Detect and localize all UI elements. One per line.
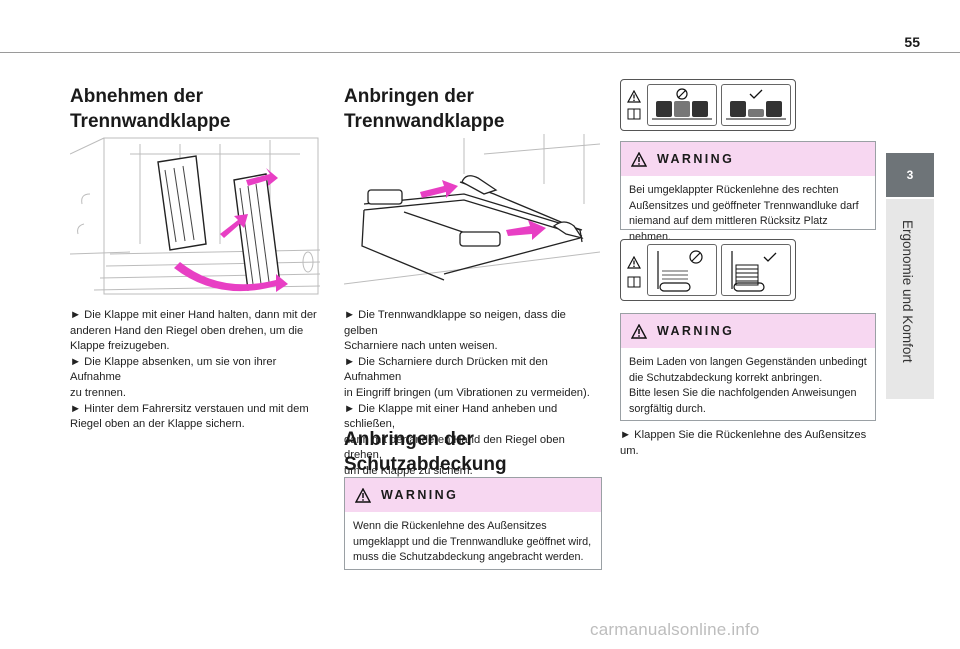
warning-line: Wenn die Rückenlehne des Außensitzes <box>353 520 547 532</box>
warning-line: Beim Laden von langen Gegenständen unbed… <box>629 356 867 368</box>
step-line: ► Die Klappe absenken, um sie von ihrer … <box>70 355 277 384</box>
figure-fit-flap <box>344 134 600 302</box>
step-line: ► Die Klappe mit einer Hand halten, dann… <box>70 309 317 321</box>
step-line: zu trennen. <box>70 386 126 399</box>
instructions-fit-flap: ► Die Trennwandklappe so neigen, dass di… <box>344 308 602 480</box>
seat-forbidden-cell <box>647 84 717 126</box>
title-line: Anbringen der <box>344 429 474 450</box>
figure-remove-flap <box>70 134 324 302</box>
step-line: ► Hinter dem Fahrersitz verstauen und mi… <box>70 402 309 415</box>
warning-header: WARNING <box>621 314 875 348</box>
manual-book-icon <box>627 108 641 120</box>
step-line: in Eingriff bringen (um Vibrationen zu v… <box>344 386 590 399</box>
load-pictogram-panel <box>620 239 796 301</box>
warning-line: umgeklappt und die Trennwandluke geöffne… <box>353 535 592 548</box>
warning-triangle-icon <box>631 151 647 167</box>
step-line: ► Die Klappe mit einer Hand anheben und … <box>344 402 558 431</box>
warning-text: Wenn die Rückenlehne des Außensitzes umg… <box>345 512 601 574</box>
warning-label: WARNING <box>657 324 735 338</box>
warning-line: Bei umgeklappter Rückenlehne des rechten <box>629 184 839 196</box>
seat-allowed-cell <box>721 84 791 126</box>
warning-text: Beim Laden von langen Gegenständen unbed… <box>621 348 875 425</box>
step-line: ► Die Trennwandklappe so neigen, dass di… <box>344 309 566 337</box>
step-line: um die Klappe zu sichern. <box>344 464 473 477</box>
title-line: Trennwandklappe <box>70 111 231 132</box>
section-title-remove-flap: Abnehmen der Trennwandklappe <box>70 84 230 134</box>
title-line: Trennwandklappe <box>344 111 505 132</box>
section-title-fit-flap: Anbringen der Trennwandklappe <box>344 84 504 134</box>
seat-folded-allowed-icon <box>726 89 786 120</box>
step-line: ► Die Scharniere durch Drücken mit den A… <box>344 355 548 384</box>
top-rule <box>0 52 960 53</box>
warning-line: die Schutzabdeckung korrekt anbringen. <box>629 371 823 384</box>
warning-triangle-icon <box>631 323 647 339</box>
seat-occupied-forbidden-icon <box>652 88 712 120</box>
title-line: Abnehmen der <box>70 86 204 107</box>
warning-box-rear-seat: WARNING Bei umgeklappter Rückenlehne des… <box>620 141 876 243</box>
title-line: Schutzabdeckung <box>344 454 507 475</box>
chapter-band <box>886 199 934 399</box>
seat-pictogram-panel <box>620 79 796 131</box>
step-line: dann mit der anderen Hand den Riegel obe… <box>344 433 565 462</box>
caution-triangle-icon <box>627 90 641 103</box>
warning-header: WARNING <box>345 478 601 512</box>
step-line: ► Klappen Sie die Rückenlehne des Außens… <box>620 429 867 457</box>
instruction-fold-seat: ► Klappen Sie die Rückenlehne des Außens… <box>620 428 880 459</box>
section-title-fit-cover: Anbringen der Schutzabdeckung <box>344 427 507 477</box>
footer-watermark: carmanualsonline.info <box>590 620 760 639</box>
warning-label: WARNING <box>381 488 459 502</box>
manual-book-icon <box>627 276 641 288</box>
warning-header: WARNING <box>621 142 875 176</box>
step-line: Klappe freizugeben. <box>70 340 170 353</box>
page-number: 55 <box>904 34 920 50</box>
caution-triangle-icon <box>627 256 641 269</box>
long-load-allowed-icon <box>731 251 777 292</box>
step-line: Riegel oben an der Klappe sichern. <box>70 418 245 431</box>
warning-line: Bitte lesen Sie die nachfolgenden Anweis… <box>629 387 857 399</box>
load-forbidden-cell <box>647 244 717 296</box>
warning-line: Außensitzes und geöffneter Trennwandluke… <box>629 199 859 212</box>
instructions-remove-flap: ► Die Klappe mit einer Hand halten, dann… <box>70 308 324 433</box>
warning-line: sorgfältig durch. <box>629 402 706 415</box>
warning-triangle-icon <box>355 487 371 503</box>
chapter-tab[interactable]: 3 <box>886 153 934 197</box>
warning-label: WARNING <box>657 152 735 166</box>
long-load-forbidden-icon <box>657 250 703 292</box>
step-line: Scharniere nach unten weisen. <box>344 340 498 353</box>
warning-line: muss die Schutzabdeckung angebracht werd… <box>353 551 584 563</box>
warning-box-long-loads: WARNING Beim Laden von langen Gegenständ… <box>620 313 876 421</box>
step-line: anderen Hand den Riegel oben drehen, um … <box>70 324 304 337</box>
title-line: Anbringen der <box>344 86 474 107</box>
warning-box-cover: WARNING Wenn die Rückenlehne des Außensi… <box>344 477 602 570</box>
chapter-title: Ergonomie und Komfort <box>900 220 915 363</box>
load-allowed-cell <box>721 244 791 296</box>
